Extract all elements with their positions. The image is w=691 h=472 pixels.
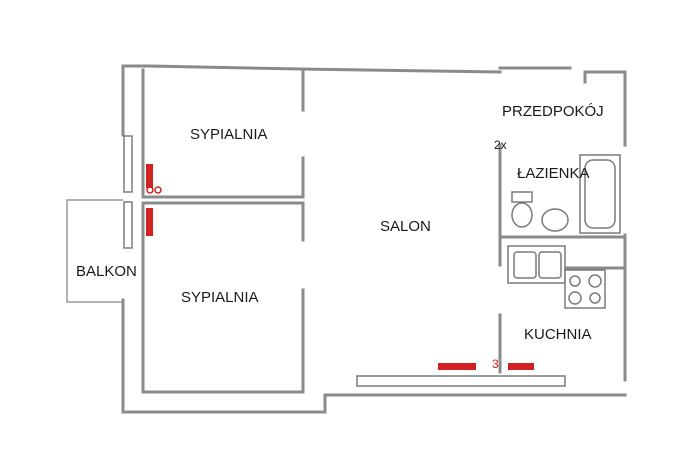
- kitchen-stove: [564, 269, 606, 309]
- radiator-living-room: [438, 363, 476, 370]
- window-bottom: [356, 375, 566, 387]
- outer-walls: [121, 64, 627, 414]
- room-label-balcony: BALKON: [76, 263, 137, 280]
- inner-walls: [141, 68, 627, 394]
- windows-left: [123, 135, 133, 249]
- radiator-kitchen: [508, 363, 534, 370]
- pipe-marker-1: [146, 186, 154, 194]
- radiator-bedroom-top: [146, 164, 153, 188]
- kitchen-marker-label: 3: [492, 357, 499, 371]
- radiator-bedroom-bottom: [146, 208, 153, 236]
- pipe-marker-2: [154, 186, 162, 194]
- room-label-bathroom: ŁAZIENKA: [517, 165, 590, 182]
- washbasin: [541, 208, 569, 232]
- radiators: [146, 164, 534, 370]
- room-label-bedroom-top: SYPIALNIA: [190, 126, 268, 143]
- bathtub: [579, 154, 621, 234]
- room-label-hallway: PRZEDPOKÓJ: [502, 103, 604, 120]
- room-label-bedroom-bottom: SYPIALNIA: [181, 289, 259, 306]
- balcony-outline: [66, 199, 123, 303]
- room-label-kitchen: KUCHNIA: [524, 326, 592, 343]
- room-label-living-room: SALON: [380, 218, 431, 235]
- hall-count-label: 2x: [494, 138, 507, 152]
- toilet: [511, 191, 533, 228]
- kitchen-sink: [507, 245, 566, 284]
